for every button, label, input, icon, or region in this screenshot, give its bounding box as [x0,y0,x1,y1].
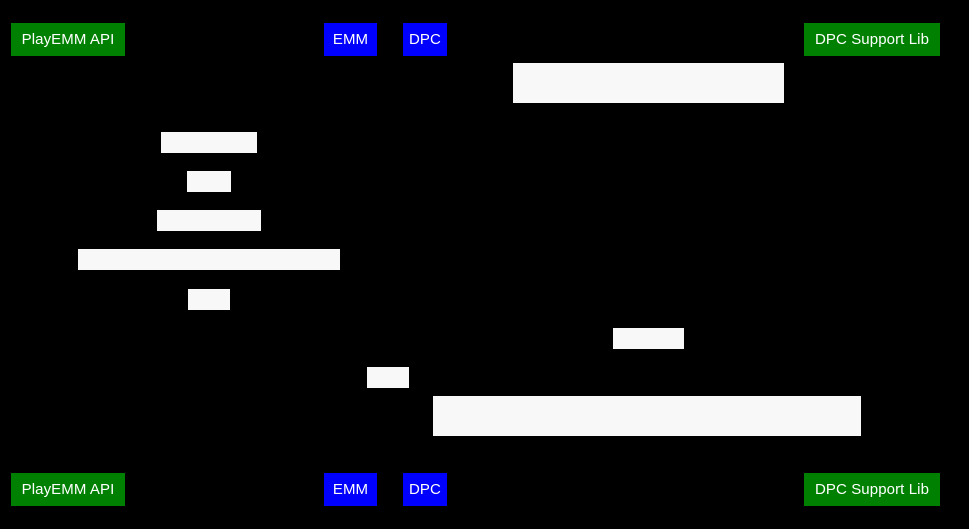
message-line-1: token [191,328,227,344]
participant-label: EMM [332,31,369,48]
participant-label: DPC Support Lib [814,31,930,48]
lifeline-dpc-support-lib [871,56,872,473]
lifeline-dpc [424,56,425,473]
participant-label: DPC Support Lib [814,481,930,498]
lifeline-emm [350,56,351,473]
participant-emm-top[interactable]: EMM [324,23,377,56]
message-user-id: userID [187,171,231,226]
participant-label: EMM [332,481,369,498]
message-line-2: .ensureWorkingEnvironment(callback) [526,159,771,175]
participant-dpc-bottom[interactable]: DPC [403,473,447,506]
message-users-update: users.update() [157,210,261,265]
participant-dpc-support-lib-bottom[interactable]: DPC Support Lib [804,473,940,506]
message-add-android-for-work-account: androidForWorkAccountSupport .addAndroid… [433,396,861,508]
message-line-1: callback() [617,367,680,383]
message-line-2: .addAndroidForWorkAccount(token, account… [453,492,841,508]
message-token-to-dpc: token [367,367,409,422]
participant-playemm-api-bottom[interactable]: PlayEMM API [11,473,125,506]
participant-dpc-top[interactable]: DPC [403,23,447,56]
participant-label: DPC [409,31,441,48]
participant-label: DPC [409,481,441,498]
participant-label: PlayEMM API [21,31,115,48]
message-line-1: androidForWorkAccountSupport [543,435,751,451]
message-line-1: androidForWorkAccountSupport [545,102,752,118]
lifeline-playemm-api [67,56,68,473]
participant-dpc-support-lib-top[interactable]: DPC Support Lib [804,23,940,56]
message-callback: callback() [613,328,684,383]
participant-emm-bottom[interactable]: EMM [324,473,377,506]
participant-playemm-api-top[interactable]: PlayEMM API [11,23,125,56]
participant-label: PlayEMM API [21,481,115,498]
message-line-1: token [370,406,406,422]
message-token-to-emm: token [188,289,230,344]
message-ensure-working-environment: androidForWorkAccountSupport .ensureWork… [513,63,784,175]
message-users-generate-authentication-token: users.generateAuthenticationToken() [78,249,340,304]
message-users-insert: users.insert() [161,132,257,187]
